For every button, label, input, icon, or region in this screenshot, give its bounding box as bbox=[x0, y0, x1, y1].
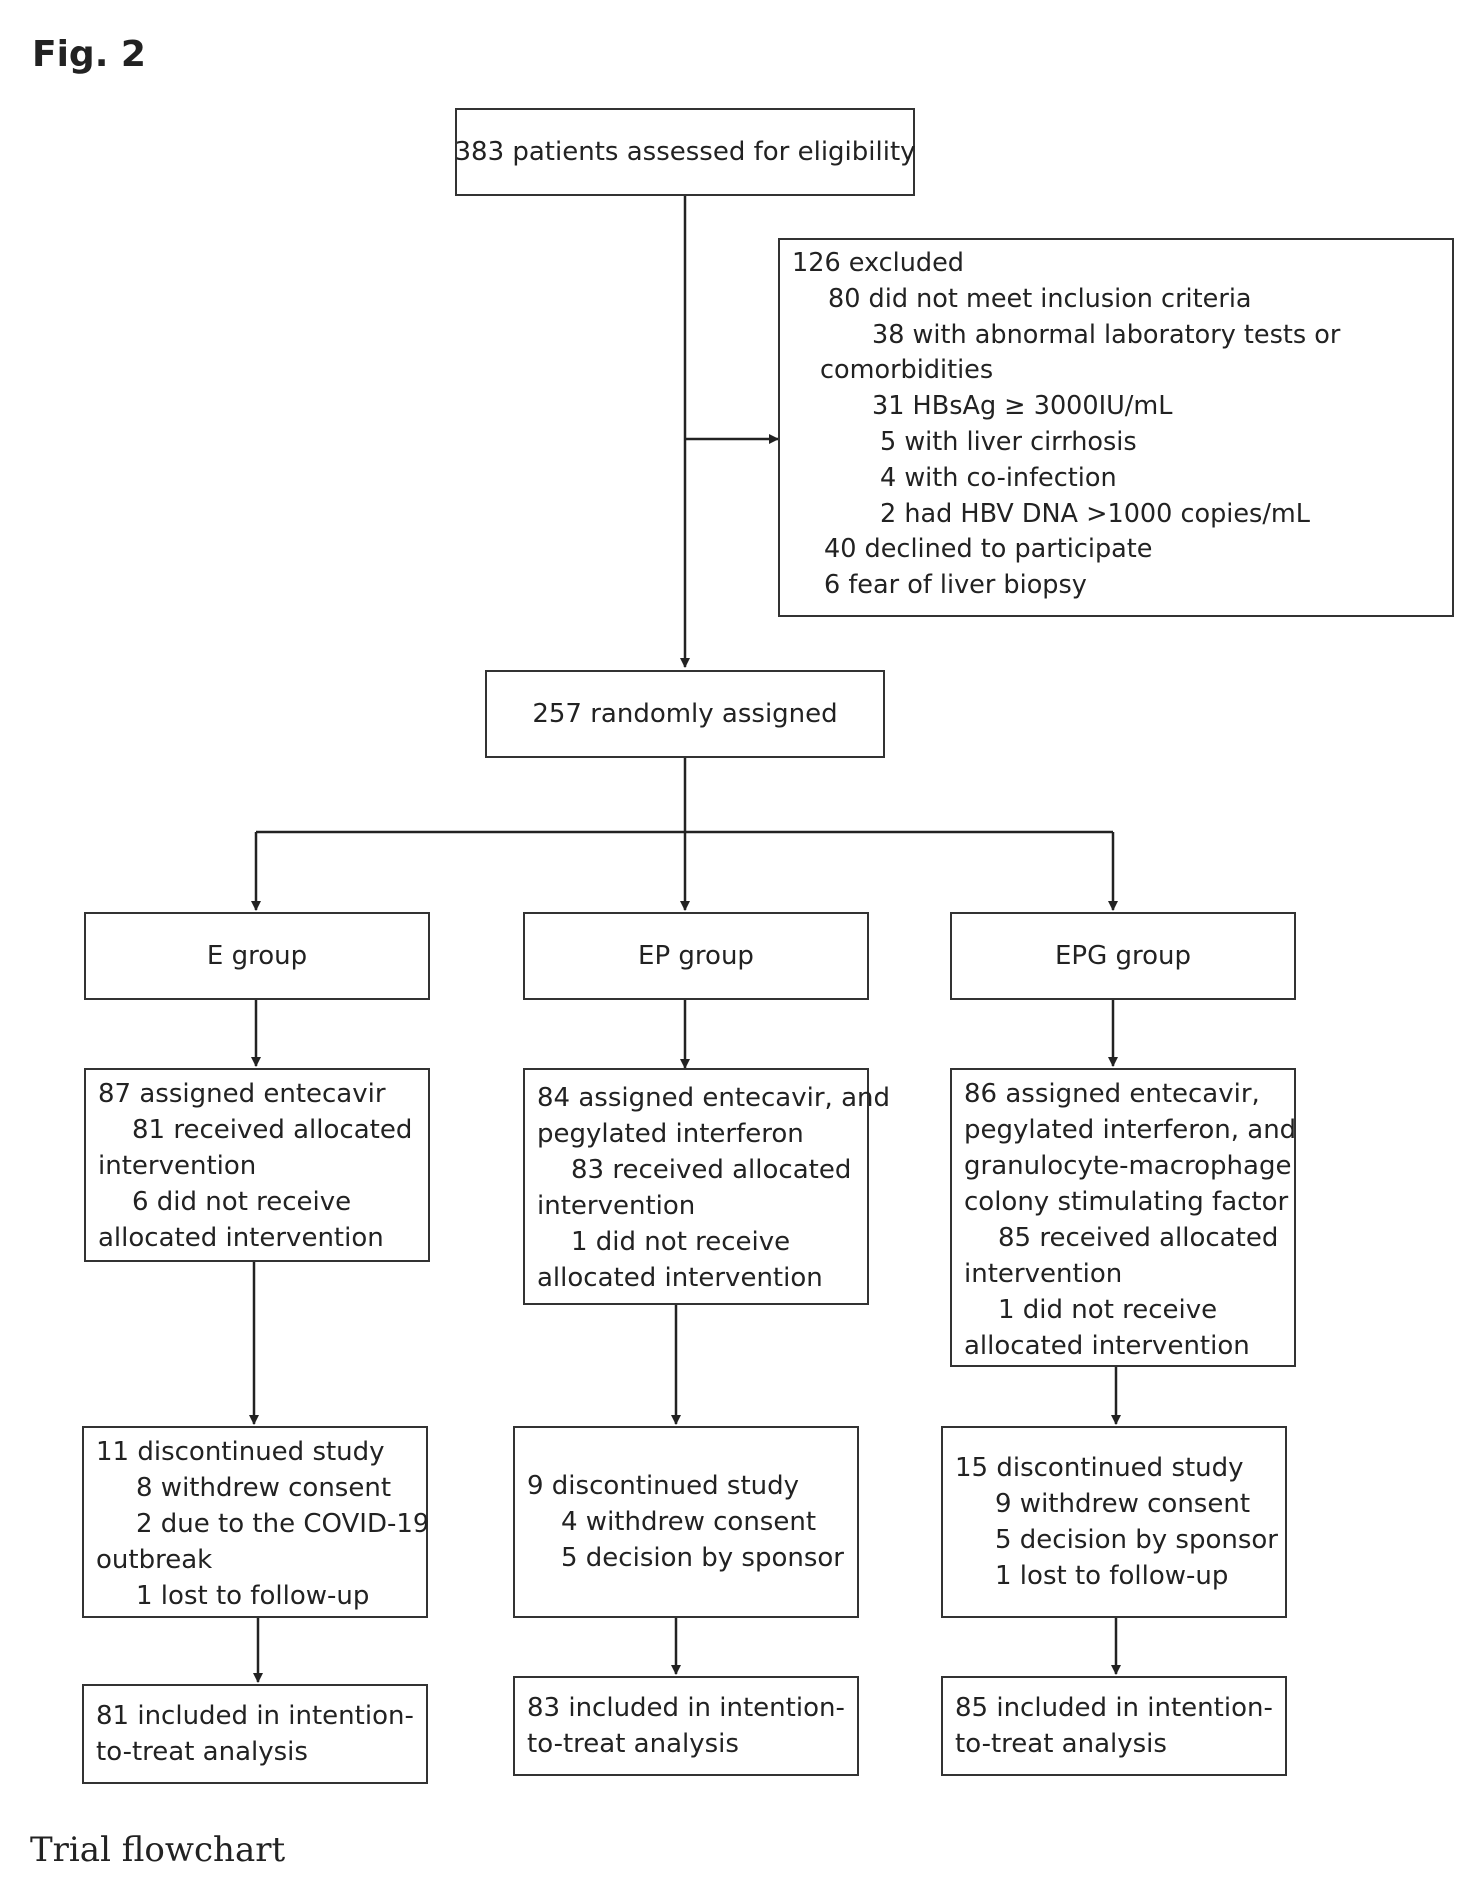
ep-withdrew: 4 withdrew consent bbox=[561, 1507, 817, 1537]
randomized-text: 257 randomly assigned bbox=[532, 699, 838, 729]
epg-received-cont: intervention bbox=[964, 1259, 1123, 1289]
assessed-box: 383 patients assessed for eligibility bbox=[454, 108, 916, 196]
e-allocation-box: 87 assigned entecavir 81 received alloca… bbox=[84, 1068, 430, 1262]
epg-analysis-box: 85 included in intention- to-treat analy… bbox=[941, 1676, 1287, 1776]
ep-not-received-cont: allocated intervention bbox=[537, 1263, 823, 1293]
ep-sponsor: 5 decision by sponsor bbox=[561, 1543, 844, 1573]
figure-label: Fig. 2 bbox=[32, 34, 146, 75]
epg-assigned: 86 assigned entecavir, bbox=[964, 1079, 1260, 1109]
ep-received-cont: intervention bbox=[537, 1191, 696, 1221]
e-covid-cont: outbreak bbox=[96, 1545, 213, 1575]
excluded-hbsag: 31 HBsAg ≥ 3000IU/mL bbox=[872, 391, 1173, 422]
epg-discontinued-box: 15 discontinued study 9 withdrew consent… bbox=[941, 1426, 1287, 1618]
excluded-total: 126 excluded bbox=[792, 248, 964, 278]
excluded-fear-biopsy: 6 fear of liver biopsy bbox=[824, 570, 1087, 601]
excluded-box: 126 excluded 80 did not meet inclusion c… bbox=[778, 238, 1454, 617]
excluded-abnormal-tests: 38 with abnormal laboratory tests or bbox=[872, 319, 1341, 350]
excluded-cirrhosis: 5 with liver cirrhosis bbox=[880, 426, 1137, 457]
e-withdrew: 8 withdrew consent bbox=[136, 1473, 392, 1503]
ep-assigned: 84 assigned entecavir, and bbox=[537, 1083, 890, 1113]
ep-received: 83 received allocated bbox=[571, 1155, 852, 1185]
e-covid: 2 due to the COVID-19 bbox=[136, 1509, 430, 1539]
epg-withdrew: 9 withdrew consent bbox=[995, 1489, 1251, 1519]
epg-not-received-cont: allocated intervention bbox=[964, 1331, 1250, 1361]
epg-assigned-cont-2: granulocyte-macrophage bbox=[964, 1151, 1292, 1181]
ep-discontinued-box: 9 discontinued study 4 withdrew consent … bbox=[513, 1426, 859, 1618]
epg-received: 85 received allocated bbox=[998, 1223, 1279, 1253]
ep-allocation-box: 84 assigned entecavir, and pegylated int… bbox=[523, 1068, 890, 1305]
epg-not-received: 1 did not receive bbox=[998, 1295, 1218, 1325]
e-group-label: E group bbox=[206, 941, 308, 971]
epg-allocation-box: 86 assigned entecavir, pegylated interfe… bbox=[950, 1068, 1296, 1367]
epg-assigned-cont-1: pegylated interferon, and bbox=[964, 1115, 1297, 1145]
epg-analysis-line-1: 85 included in intention- bbox=[955, 1693, 1273, 1723]
ep-group-box: EP group bbox=[523, 912, 869, 1000]
ep-discontinued-total: 9 discontinued study bbox=[527, 1471, 800, 1501]
excluded-coinfection: 4 with co-infection bbox=[880, 462, 1117, 493]
e-lost-followup: 1 lost to follow-up bbox=[136, 1581, 370, 1611]
excluded-hbv-dna: 2 had HBV DNA >1000 copies/mL bbox=[880, 498, 1310, 529]
ep-assigned-cont: pegylated interferon bbox=[537, 1119, 804, 1149]
excluded-comorbidities: comorbidities bbox=[820, 355, 994, 386]
excluded-not-meet-criteria: 80 did not meet inclusion criteria bbox=[828, 283, 1252, 314]
e-discontinued-box: 11 discontinued study 8 withdrew consent… bbox=[82, 1426, 430, 1618]
epg-group-box: EPG group bbox=[950, 912, 1296, 1000]
epg-discontinued-total: 15 discontinued study bbox=[955, 1453, 1244, 1483]
ep-analysis-line-2: to-treat analysis bbox=[527, 1729, 739, 1759]
e-analysis-line-2: to-treat analysis bbox=[96, 1737, 308, 1767]
e-not-received-cont: allocated intervention bbox=[98, 1223, 384, 1253]
ep-analysis-box: 83 included in intention- to-treat analy… bbox=[513, 1676, 859, 1776]
e-not-received: 6 did not receive bbox=[132, 1187, 352, 1217]
epg-group-label: EPG group bbox=[1054, 941, 1192, 971]
assessed-text: 383 patients assessed for eligibility bbox=[454, 137, 916, 167]
excluded-declined: 40 declined to participate bbox=[824, 534, 1153, 565]
ep-analysis-line-1: 83 included in intention- bbox=[527, 1693, 845, 1723]
e-assigned: 87 assigned entecavir bbox=[98, 1079, 386, 1109]
ep-group-label: EP group bbox=[638, 941, 754, 971]
e-analysis-box: 81 included in intention- to-treat analy… bbox=[82, 1684, 428, 1784]
e-received-cont: intervention bbox=[98, 1151, 257, 1181]
epg-analysis-line-2: to-treat analysis bbox=[955, 1729, 1167, 1759]
epg-lost-followup: 1 lost to follow-up bbox=[995, 1561, 1229, 1591]
epg-assigned-cont-3: colony stimulating factor bbox=[964, 1187, 1289, 1217]
e-received: 81 received allocated bbox=[132, 1115, 413, 1145]
e-group-box: E group bbox=[84, 912, 430, 1000]
e-analysis-line-1: 81 included in intention- bbox=[96, 1701, 414, 1731]
epg-sponsor: 5 decision by sponsor bbox=[995, 1525, 1278, 1555]
figure-caption: Trial flowchart bbox=[30, 1830, 286, 1870]
e-discontinued-total: 11 discontinued study bbox=[96, 1437, 385, 1467]
ep-not-received: 1 did not receive bbox=[571, 1227, 791, 1257]
randomized-box: 257 randomly assigned bbox=[485, 670, 885, 758]
